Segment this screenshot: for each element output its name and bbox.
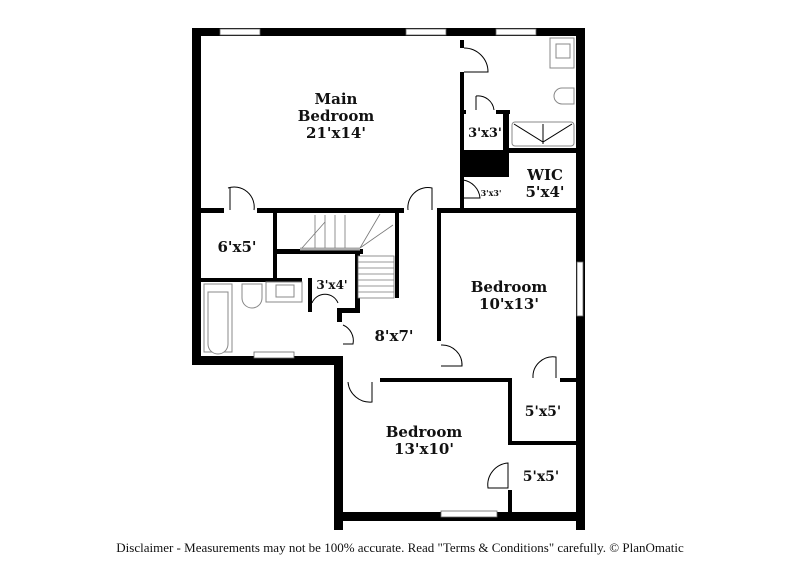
window [440,510,498,518]
fixtures [203,37,575,355]
door [440,344,463,367]
main-bedroom-name-1: Main [315,90,358,108]
staircase [300,213,395,299]
door [347,381,373,403]
door [227,186,255,211]
bedroom-bottom-size: 13'x10' [394,440,454,458]
window [219,28,261,36]
window [405,28,447,36]
disclaimer-text: Disclaimer - Measurements may not be 100… [116,540,684,555]
door [475,95,495,111]
closet-5x5-top-size: 5'x5' [525,404,561,420]
door [487,462,509,489]
bedroom-right-name: Bedroom [471,278,548,296]
window [495,28,537,36]
windows [219,28,584,518]
doors [227,47,557,489]
door [342,324,354,345]
window [253,351,295,359]
closet-3x3-small-size: 3'x3' [481,188,502,198]
main-bedroom-size: 21'x14' [306,124,366,142]
hall-size: 8'x7' [374,327,413,345]
window [576,261,584,317]
interior-walls [192,40,584,520]
toilet [553,87,575,105]
door [532,356,557,379]
bedroom-right-size: 10'x13' [479,295,539,313]
door [462,179,481,199]
bedroom-bottom-name: Bedroom [386,423,463,441]
door [463,47,489,73]
door [407,187,433,211]
room-6x5-size: 6'x5' [217,238,256,256]
main-bedroom-name-2: Bedroom [298,107,375,125]
wic-name: WIC [526,166,563,184]
door [311,293,339,304]
closet-5x5-bottom-size: 5'x5' [523,469,559,485]
toilet [241,283,263,309]
room-labels: Main Bedroom 21'x14' 3'x3' 3'x3' WIC 5'x… [217,90,564,485]
closet-3x4-size: 3'x4' [316,278,347,292]
wic-size: 5'x4' [525,183,564,201]
closet-3x3-size: 3'x3' [468,126,502,141]
